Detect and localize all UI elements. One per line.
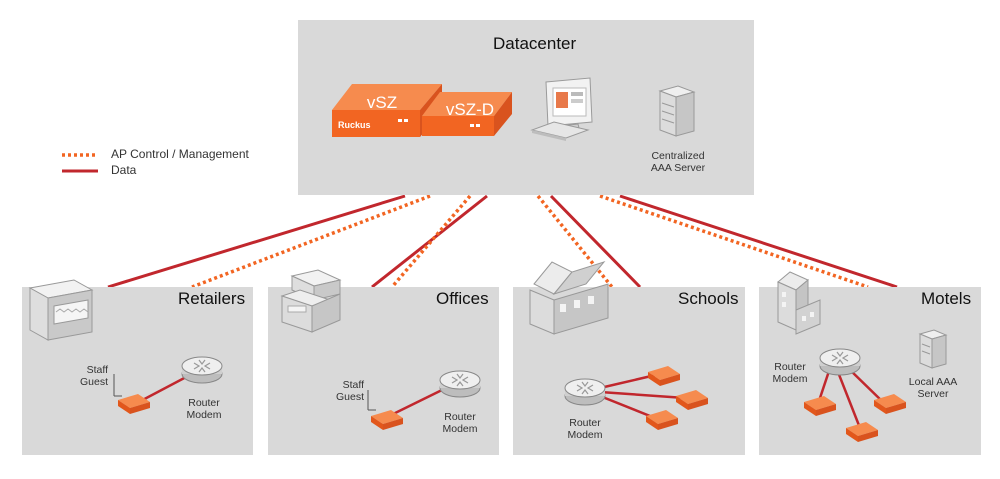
retailers-title: Retailers xyxy=(178,289,246,308)
retailers-ap-label: Staff Guest xyxy=(79,364,108,388)
local-aaa-server-icon xyxy=(918,329,948,369)
motels-title: Motels xyxy=(921,289,972,308)
school-building-icon xyxy=(529,261,609,335)
motels-links xyxy=(816,367,886,429)
motels-ap-icon-2 xyxy=(846,422,878,442)
vszd-appliance-icon xyxy=(422,92,512,136)
motels-router-label: Router Modem xyxy=(772,361,808,385)
legend-control-label: AP Control / Management xyxy=(111,147,249,161)
motels-ap-icon-1 xyxy=(804,396,836,416)
control-line-motels xyxy=(599,194,869,289)
central-aaa-server-icon xyxy=(658,85,696,137)
data-line-schools xyxy=(549,194,642,289)
offices-ap-icon xyxy=(371,410,403,430)
retailers-router-label: Router Modem xyxy=(186,397,222,421)
offices-title: Offices xyxy=(436,289,489,308)
control-line-schools xyxy=(536,194,614,289)
data-line-motels xyxy=(619,194,898,289)
control-line-offices xyxy=(390,194,472,289)
data-line-retailers xyxy=(107,194,406,289)
vsz-label: vSZ xyxy=(367,93,397,112)
motels-router-icon xyxy=(819,348,861,376)
svg-text:Ruckus: Ruckus xyxy=(338,120,371,130)
retailers-router-icon xyxy=(181,356,223,384)
retail-store-icon xyxy=(28,279,94,341)
central-aaa-label: Centralized AAA Server xyxy=(650,150,706,174)
control-line-retailers xyxy=(191,194,431,289)
schools-ap-icon-1 xyxy=(648,366,680,386)
vszd-label: vSZ-D xyxy=(446,100,494,119)
schools-title: Schools xyxy=(678,289,739,308)
datacenter-title: Datacenter xyxy=(493,34,577,53)
legend-data-label: Data xyxy=(111,163,137,177)
office-building-icon xyxy=(280,269,342,333)
offices-router-label: Router Modem xyxy=(442,411,478,435)
motels-aaa-label: Local AAA Server xyxy=(908,376,958,400)
schools-ap-icon-3 xyxy=(646,410,678,430)
schools-router-label: Router Modem xyxy=(567,417,603,441)
schools-router-icon xyxy=(564,378,606,406)
schools-ap-icon-2 xyxy=(676,390,708,410)
computer-icon xyxy=(530,77,593,141)
retailers-ap-icon xyxy=(118,394,150,414)
offices-ap-label: Staff Guest xyxy=(335,379,364,403)
motel-building-icon xyxy=(777,271,821,335)
offices-router-icon xyxy=(439,370,481,398)
